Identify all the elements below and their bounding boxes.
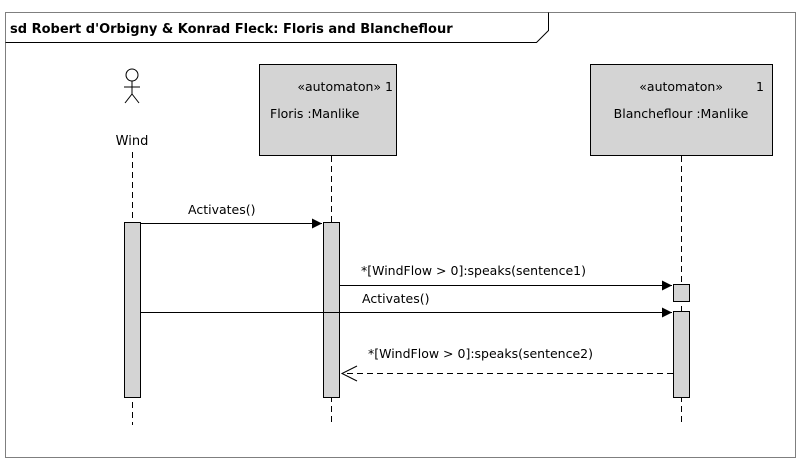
lifeline-stereotype: «automaton» (639, 79, 723, 94)
lifeline-head-blancheflour: «automaton» 1 Blancheflour :Manlike (590, 64, 773, 156)
lifeline-head-floris: «automaton» 1 Floris :Manlike (259, 64, 397, 156)
frame-title-tab (5, 12, 549, 43)
lifeline-label: Blancheflour :Manlike (614, 106, 749, 121)
lifeline-box (259, 64, 397, 156)
message-label: *[WindFlow > 0]:speaks(sentence2) (368, 346, 593, 361)
actor-name: Wind (116, 134, 149, 149)
message-label: Activates() (188, 202, 256, 217)
actor-wind: Wind (116, 68, 149, 149)
message-3: Activates() (141, 291, 672, 318)
message-2: *[WindFlow > 0]:speaks(sentence1) (340, 263, 672, 291)
activation-bar-floris (323, 222, 340, 398)
lifeline-stereotype: «automaton» 1 (297, 79, 393, 94)
lifeline-box (590, 64, 773, 156)
message-1: Activates() (141, 202, 322, 229)
stick-figure-icon (124, 68, 140, 104)
activation-bar-blancheflour-1 (673, 284, 690, 302)
activation-bar-wind (124, 222, 141, 398)
message-4: *[WindFlow > 0]:speaks(sentence2) (340, 346, 673, 382)
lifeline-label: Floris :Manlike (270, 106, 360, 121)
activation-bar-blancheflour-2 (673, 311, 690, 398)
frame-title: sd Robert d'Orbigny & Konrad Fleck: Flor… (10, 22, 453, 37)
message-label: *[WindFlow > 0]:speaks(sentence1) (361, 263, 586, 278)
open-arrowhead-icon (340, 365, 358, 382)
message-label: Activates() (362, 291, 430, 306)
lifeline-multiplicity: 1 (756, 79, 764, 94)
